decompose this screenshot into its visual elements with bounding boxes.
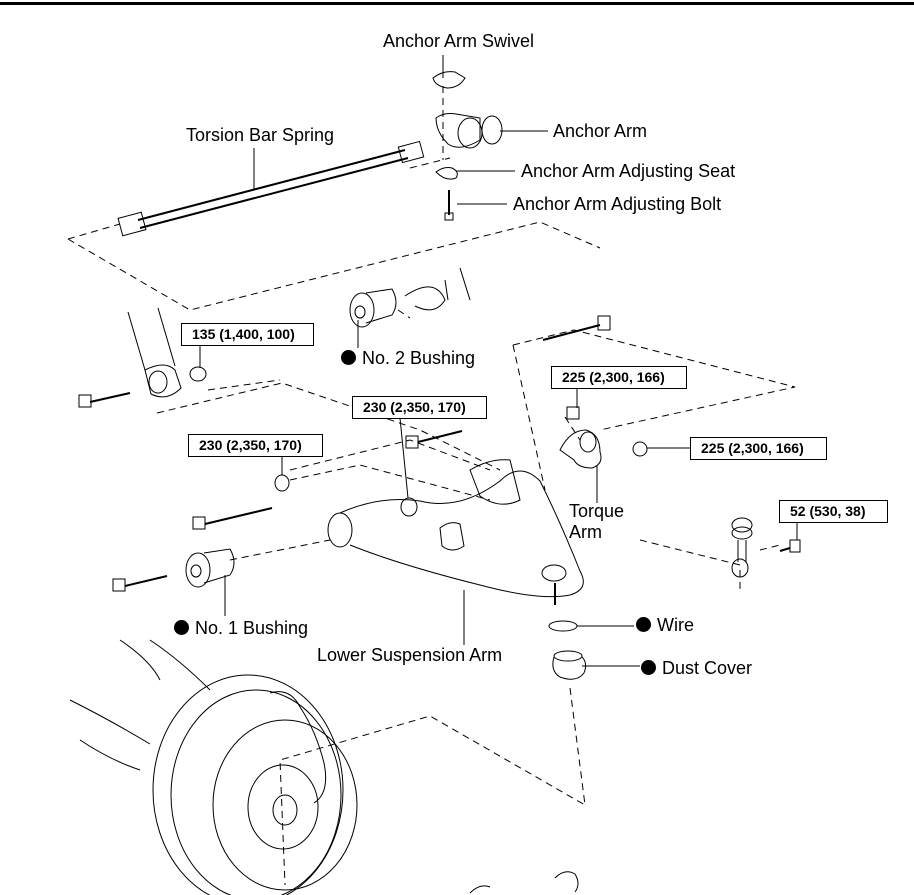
torque-spec-stabilizer-link-nut: 52 (530, 38) [779,500,888,523]
guide-torsion-plane [67,221,601,311]
assembly-guide-lines [67,86,796,886]
label-dust-cover: Dust Cover [641,658,752,678]
label-no1-bushing: No. 1 Bushing [174,618,308,638]
torque-spec-shock-bolt: 135 (1,400, 100) [181,323,314,346]
stabilizer-link-drawing [731,517,753,578]
label-anchor-arm: Anchor Arm [553,121,648,141]
no2-bushing-drawing [349,267,471,328]
wire-text: Wire [657,615,694,635]
label-no2-bushing: No. 2 Bushing [341,348,475,368]
top-rule-divider [0,2,914,5]
black-dot-icon [174,620,189,635]
black-dot-icon [341,350,356,365]
torque-spec-arm-lower-nut: 230 (2,350, 170) [188,434,323,457]
fasteners-drawing [112,315,801,592]
label-wire: Wire [636,615,694,635]
no2-bushing-text: No. 2 Bushing [362,348,476,368]
label-torque-arm-line1: Torque [569,501,625,521]
label-anchor-arm-adjusting-bolt: Anchor Arm Adjusting Bolt [513,194,722,214]
torque-spec-arm-upper-nut: 230 (2,350, 170) [352,396,487,419]
wire-drawing [548,620,578,632]
torque-spec-torque-arm-upper-nut: 225 (2,300, 166) [551,366,687,389]
brake-disc-drawing [69,639,579,895]
label-anchor-arm-swivel: Anchor Arm Swivel [383,31,535,51]
lower-suspension-arm-drawing [327,459,584,605]
torque-spec-torque-arm-side-nut: 225 (2,300, 166) [690,437,827,460]
dust-cover-text: Dust Cover [662,658,753,678]
torsion-bar-spring-drawing [117,140,425,237]
black-dot-icon [641,660,656,675]
no1-bushing-text: No. 1 Bushing [195,618,309,638]
torque-arm-drawing [559,429,602,469]
label-torque-arm-line2: Arm [569,522,602,542]
black-dot-icon [636,617,651,632]
label-anchor-arm-adjusting-seat: Anchor Arm Adjusting Seat [521,161,736,181]
shock-absorber-drawing [78,307,207,408]
leader-lines [199,55,798,667]
label-torsion-bar-spring: Torsion Bar Spring [186,125,335,145]
label-lower-suspension-arm: Lower Suspension Arm [317,645,503,665]
anchor-arm-drawing [432,71,503,221]
no1-bushing-drawing [185,548,235,588]
dust-cover-drawing [552,650,587,680]
